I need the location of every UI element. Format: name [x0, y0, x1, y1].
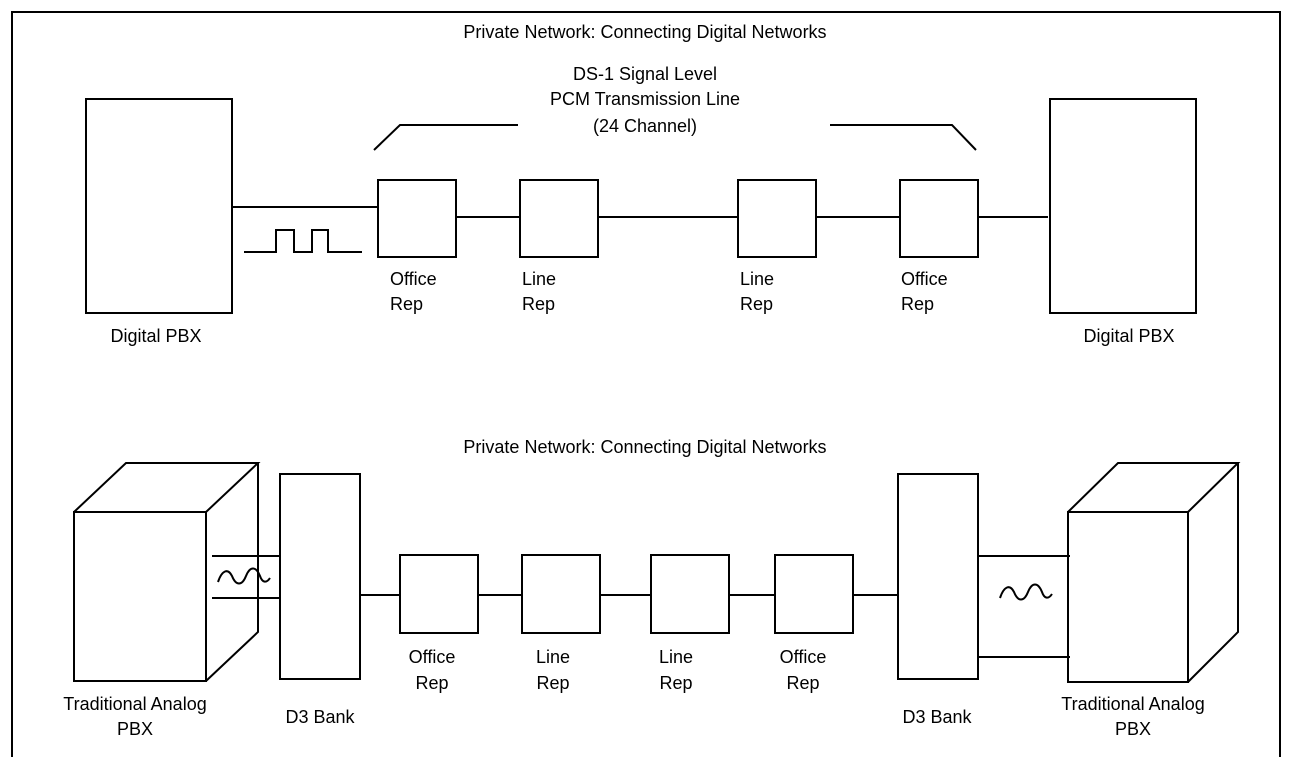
bracket-left [373, 124, 518, 151]
bottom-rep-1-line1: Line [536, 647, 570, 667]
bottom-rep-0-line2: Rep [415, 673, 448, 693]
bottom-rep-3-line1: Office [780, 647, 827, 667]
right-digital-pbx-label: Digital PBX [1083, 326, 1174, 346]
left-digital-pbx-label: Digital PBX [110, 326, 201, 346]
top-rep-2-line2: Rep [740, 294, 773, 314]
top-line-rep-right-box [737, 179, 817, 258]
left-analog-pbx-label-line1: Traditional Analog [63, 694, 206, 714]
bottom-line-rep-left-box [521, 554, 601, 634]
right-d3-bank-label: D3 Bank [902, 707, 972, 727]
analog-network-section: Private Network: Connecting Digital Netw… [63, 437, 1241, 739]
bottom-rep-2-line1: Line [659, 647, 693, 667]
top-rep-2-line1: Line [740, 269, 774, 289]
left-d3-bank-box [279, 473, 361, 680]
bottom-line-rep-right-box [650, 554, 730, 634]
top-rep-0-line1: Office [390, 269, 437, 289]
top-office-rep-left-box [377, 179, 457, 258]
top-rep-0-line2: Rep [390, 294, 423, 314]
top-title: Private Network: Connecting Digital Netw… [463, 22, 826, 42]
left-analog-pbx-cube [73, 462, 261, 682]
right-analog-pbx-label-line2: PBX [1115, 719, 1151, 739]
bottom-rep-3-line2: Rep [786, 673, 819, 693]
top-line-rep-left-box [519, 179, 599, 258]
top-rep-3-line1: Office [901, 269, 948, 289]
bottom-title: Private Network: Connecting Digital Netw… [463, 437, 826, 457]
right-analog-wave-icon [999, 583, 1053, 601]
top-office-rep-right-box [899, 179, 979, 258]
digital-pulse-icon [244, 229, 362, 253]
channel-count-label: (24 Channel) [593, 116, 697, 136]
left-analog-wave-icon [217, 567, 271, 585]
bottom-rep-2-line2: Rep [659, 673, 692, 693]
transmission-line-label: PCM Transmission Line [550, 89, 740, 109]
bottom-office-rep-right-box [774, 554, 854, 634]
top-rep-1-line1: Line [522, 269, 556, 289]
digital-network-section: Private Network: Connecting Digital Netw… [85, 22, 1197, 346]
left-analog-pbx-label-line2: PBX [117, 719, 153, 739]
left-digital-pbx-box [85, 98, 233, 314]
bottom-office-rep-left-box [399, 554, 479, 634]
signal-level-label: DS-1 Signal Level [573, 64, 717, 84]
top-rep-1-line2: Rep [522, 294, 555, 314]
right-digital-pbx-box [1049, 98, 1197, 314]
bottom-rep-0-line1: Office [409, 647, 456, 667]
diagram-frame [11, 11, 1281, 757]
top-rep-3-line2: Rep [901, 294, 934, 314]
right-analog-pbx-label-line1: Traditional Analog [1061, 694, 1204, 714]
left-d3-bank-label: D3 Bank [285, 707, 355, 727]
bottom-rep-1-line2: Rep [536, 673, 569, 693]
right-d3-bank-box [897, 473, 979, 680]
right-analog-pbx-cube [1067, 462, 1241, 683]
bracket-right [830, 124, 977, 151]
